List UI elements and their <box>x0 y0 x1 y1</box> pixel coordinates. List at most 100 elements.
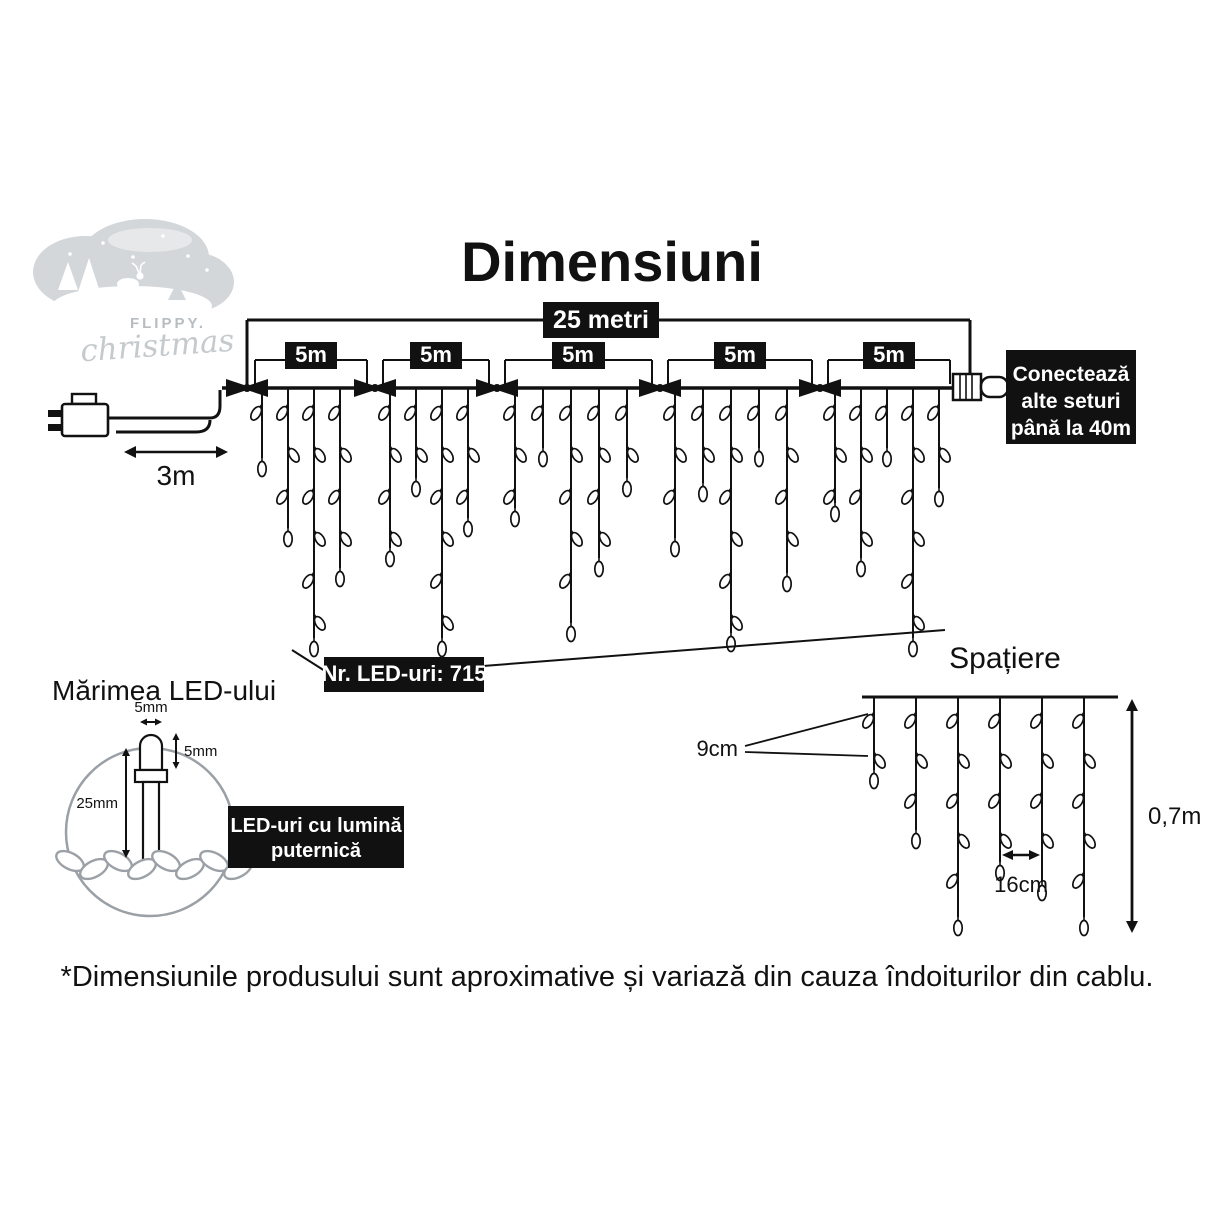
deer-icon <box>117 261 146 297</box>
section-length-label: 5m <box>873 342 905 367</box>
power-plug <box>48 392 110 438</box>
led-bulb-icon <box>1083 751 1097 769</box>
lead-wire-slack <box>116 419 212 434</box>
spacing-section: Spațiere 9cm 16cm 0,7m <box>696 642 1201 937</box>
led-bulb-icon <box>502 487 516 505</box>
bulb-height-label: 5mm <box>184 743 217 760</box>
led-bulb-icon <box>1029 711 1043 729</box>
led-bulb-icon <box>598 445 612 463</box>
led-bulb-icon <box>287 445 301 463</box>
led-note-line: puternică <box>271 840 362 862</box>
led-bulb-icon <box>249 403 263 421</box>
led-bulb-icon <box>586 487 600 505</box>
led-bulb-icon <box>429 403 443 421</box>
led-bulb-icon <box>718 403 732 421</box>
led-bulb-icon <box>674 445 688 463</box>
logo-script-text: christmas <box>79 323 235 370</box>
total-length-label: 25 metri <box>553 306 649 334</box>
led-bulb-icon <box>621 478 633 498</box>
led-bulb-icon <box>384 548 396 568</box>
led-bulb-icon <box>256 458 268 478</box>
led-bulb-icon <box>907 638 919 658</box>
total-length-box <box>543 302 659 338</box>
led-bulb-icon <box>429 571 443 589</box>
led-bulb-icon <box>377 403 391 421</box>
led-bulb-icon <box>957 751 971 769</box>
icicle-curtain <box>249 388 952 658</box>
led-bulb-icon <box>662 403 676 421</box>
lead-length-arrow <box>124 446 228 458</box>
brand-logo: FLIPPY. christmas <box>33 219 235 369</box>
led-bulb-icon <box>702 445 716 463</box>
led-bulb-icon <box>593 558 605 578</box>
led-bulb-icon <box>900 487 914 505</box>
drop-height-arrow <box>1126 699 1138 933</box>
led-bulb-icon <box>626 445 640 463</box>
connect-note-line: alte seturi <box>1021 390 1120 413</box>
house-icon <box>90 295 106 306</box>
led-bulb-icon <box>945 871 959 889</box>
led-bulb-icon <box>462 518 474 538</box>
led-bulb-icon <box>753 448 765 468</box>
led-bulb-icon <box>926 403 940 421</box>
led-bulb-icon <box>912 613 926 631</box>
bulb-width-arrow <box>140 718 162 726</box>
section-length-label: 5m <box>420 342 452 367</box>
footnote: *Dimensiunile produsului sunt aproximati… <box>61 961 1154 993</box>
led-bulb-icon <box>861 711 875 729</box>
wire-connector <box>799 379 841 397</box>
led-bulb-icon <box>938 445 952 463</box>
led-bulb-icon <box>900 403 914 421</box>
spacing-title: Spațiere <box>949 642 1061 675</box>
led-bulb-icon <box>730 613 744 631</box>
led-bulb-icon <box>514 445 528 463</box>
section-length-label: 5m <box>295 342 327 367</box>
led-bulb-icon <box>1041 831 1055 849</box>
led-bulb-icon <box>730 529 744 547</box>
led-bulb-icon <box>855 558 867 578</box>
led-bulb-icon <box>282 528 294 548</box>
led-bulb-icon <box>999 831 1013 849</box>
led-bulb-icon <box>308 638 320 658</box>
tree-icon <box>168 282 186 300</box>
led-bulb-icon <box>903 791 917 809</box>
led-bulb-icon <box>718 487 732 505</box>
led-bulb-icon <box>301 403 315 421</box>
led-bulb-icon <box>275 403 289 421</box>
drop-spacing-label: 16cm <box>994 872 1048 897</box>
led-bulb-icon <box>1036 882 1048 902</box>
led-bulb-icon <box>957 831 971 849</box>
led-count-box <box>324 657 484 692</box>
led-bulb-icon <box>455 403 469 421</box>
house-roof-icon <box>86 287 110 296</box>
led-bulb-icon <box>301 571 315 589</box>
led-bulb-large <box>133 733 169 866</box>
led-bulb-icon <box>403 403 417 421</box>
led-bulb-icon <box>586 403 600 421</box>
led-bulb-icon <box>467 445 481 463</box>
bulb-width-label: 5mm <box>134 699 167 716</box>
led-bulb-icon <box>774 487 788 505</box>
led-bulb-icon <box>718 571 732 589</box>
led-bulb-icon <box>530 403 544 421</box>
drop-height-label: 0,7m <box>1148 803 1201 830</box>
led-bulb-icon <box>441 613 455 631</box>
led-spacing-pointer <box>744 713 869 747</box>
led-bulb-icon <box>1071 791 1085 809</box>
led-bulb-icon <box>912 529 926 547</box>
led-bulb-icon <box>389 529 403 547</box>
led-bulb-icon <box>848 487 862 505</box>
led-bulb-icon <box>1029 791 1043 809</box>
led-bulb-icon <box>1071 871 1085 889</box>
led-bulb-icon <box>999 751 1013 769</box>
led-bulb-icon <box>662 487 676 505</box>
led-bulb-icon <box>781 573 793 593</box>
led-count-pointer-right <box>482 629 946 667</box>
led-bulb-icon <box>389 445 403 463</box>
lead-wire <box>108 390 222 420</box>
tree-icon <box>58 262 78 290</box>
led-bulb-icon <box>598 529 612 547</box>
led-bulb-icon <box>313 529 327 547</box>
led-bulb-icon <box>933 488 945 508</box>
led-bulb-icon <box>570 529 584 547</box>
